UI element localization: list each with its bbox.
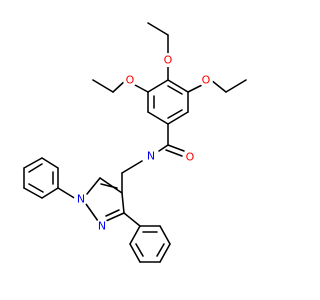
bond-left-phenyl-5 xyxy=(41,157,59,169)
atom-oxygen-top: O xyxy=(164,54,173,67)
bond-right-oxygen-carbon xyxy=(210,79,227,93)
bond-right-phenyl-5 xyxy=(129,243,141,263)
bond-right-ethyl xyxy=(225,79,247,93)
bond-left-ethyl xyxy=(92,79,114,93)
bond-pyrazole-n2-c3 xyxy=(105,212,125,222)
bond-ring-top xyxy=(167,79,189,93)
oxygen-background-carbonyl xyxy=(183,150,197,164)
bond-right-phenyl-inner-2 xyxy=(156,243,165,257)
bond-left-phenyl-inner-2 xyxy=(28,163,43,173)
atom-nitrogen-amide: N xyxy=(147,150,155,163)
bond-left-phenyl-inner-1 xyxy=(28,183,44,193)
bond-pyrazole-double-n2-c3 xyxy=(105,209,120,217)
bond-right-phenyl-6 xyxy=(129,225,141,245)
bond-carbonyl-1 xyxy=(167,144,185,152)
oxygen-background-left xyxy=(123,73,137,87)
atom-label-layer: O O O O N N N xyxy=(74,53,213,233)
bond-pyrazole-c3-c4 xyxy=(121,192,125,214)
bond-layer xyxy=(23,22,247,263)
bond-carbonyl-nitrogen xyxy=(158,144,169,152)
oxygen-background-top xyxy=(161,53,175,67)
nitrogen-background-amide xyxy=(144,149,158,163)
bond-ring-bottom xyxy=(147,111,169,125)
molecule-canvas: O O O O N N N xyxy=(23,22,247,263)
atom-nitrogen-pyrazole-1: N xyxy=(77,193,85,206)
nitrogen-background-pyrazole-2 xyxy=(95,219,109,233)
bond-right-carbon-oxygen xyxy=(187,84,203,93)
bond-ring-lower-right xyxy=(167,111,189,125)
atom-oxygen-right: O xyxy=(202,74,211,87)
bond-pyrazole-n1-n2 xyxy=(85,203,99,222)
oxygen-background-right xyxy=(199,73,213,87)
bond-pyrazole-c-phenyl xyxy=(123,212,141,227)
atom-nitrogen-pyrazole-2: N xyxy=(98,220,106,233)
bond-right-phenyl-3 xyxy=(159,243,171,263)
bond-pyrazole-double-c4-c5 xyxy=(100,183,118,189)
bond-ring-inner-1 xyxy=(167,85,183,95)
nitrogen-background-pyrazole-1 xyxy=(74,192,88,206)
bond-carbonyl-2 xyxy=(165,149,183,157)
bond-right-phenyl-2 xyxy=(159,225,171,245)
bond-ring-inner-2 xyxy=(167,109,183,119)
atom-oxygen-carbonyl: O xyxy=(186,151,195,164)
bond-pyrazole-c5-n1 xyxy=(86,177,101,195)
bond-left-phenyl-4 xyxy=(23,157,43,169)
bond-left-carbon-oxygen xyxy=(134,84,149,93)
bond-right-phenyl-inner-3 xyxy=(135,243,144,257)
bond-pyrazole-c4-c5 xyxy=(99,177,123,194)
bond-pyrazole-n-phenyl xyxy=(57,187,77,200)
bond-top-ethyl xyxy=(147,22,169,36)
bond-nitrogen-methylene xyxy=(121,160,143,174)
bond-ring-upper-left xyxy=(147,79,169,93)
bond-left-phenyl-1 xyxy=(41,187,59,199)
bond-left-phenyl-2 xyxy=(23,187,43,199)
atom-oxygen-left: O xyxy=(126,74,135,87)
